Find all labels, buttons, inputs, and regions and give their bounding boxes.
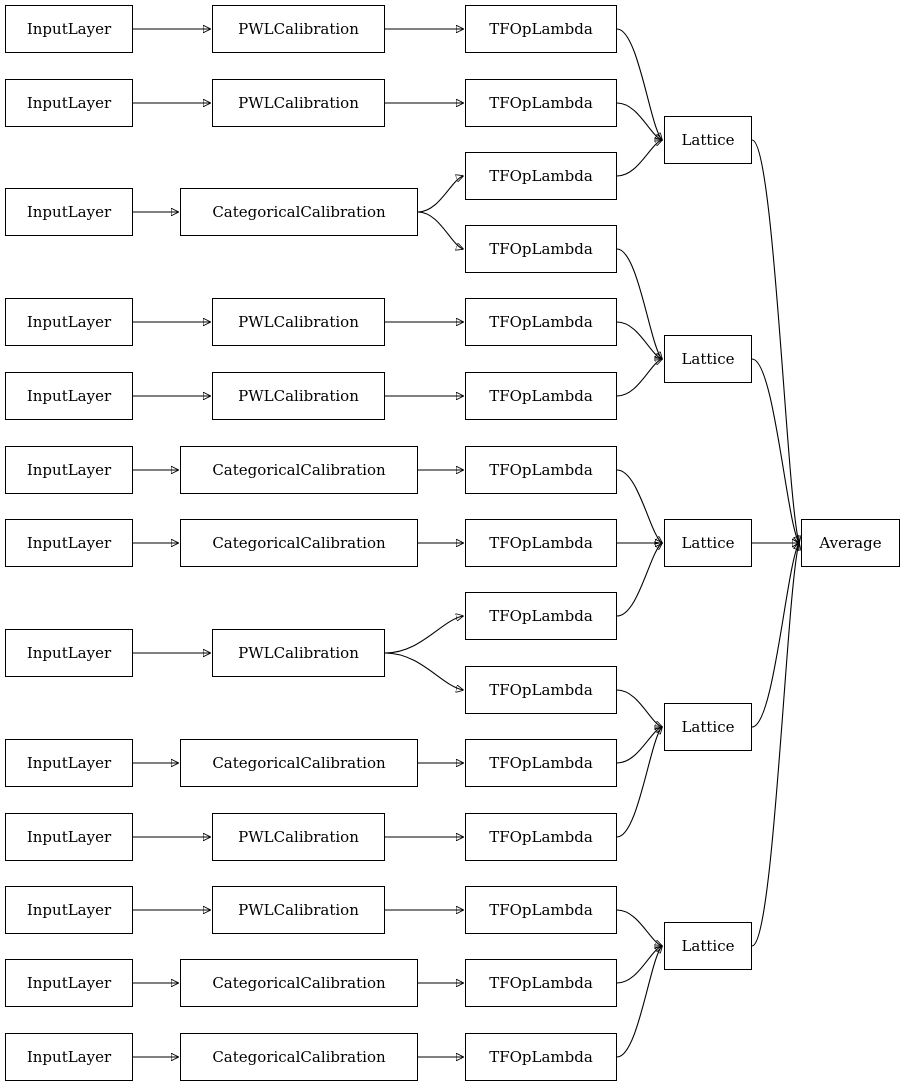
node-input-layer[interactable]: InputLayer bbox=[5, 629, 133, 677]
node-input-layer[interactable]: InputLayer bbox=[5, 813, 133, 861]
node-tfoplambda[interactable]: TFOpLambda bbox=[465, 739, 617, 787]
edge-op3-to-lat1 bbox=[616, 248, 662, 359]
edge-cal2-to-op2 bbox=[417, 176, 463, 213]
node-pwl-calibration[interactable]: PWLCalibration bbox=[212, 886, 385, 934]
node-pwl-calibration[interactable]: PWLCalibration bbox=[212, 79, 385, 127]
node-input-layer[interactable]: InputLayer bbox=[5, 446, 133, 494]
edge-op13-to-lat4 bbox=[616, 946, 662, 984]
edge-op2-to-lat0 bbox=[616, 140, 662, 177]
node-lattice[interactable]: Lattice bbox=[664, 703, 752, 751]
node-input-layer[interactable]: InputLayer bbox=[5, 959, 133, 1007]
edge-op10-to-lat3 bbox=[616, 727, 662, 764]
node-lattice[interactable]: Lattice bbox=[664, 116, 752, 164]
node-categorical-calibration[interactable]: CategoricalCalibration bbox=[180, 188, 418, 236]
node-input-layer[interactable]: InputLayer bbox=[5, 886, 133, 934]
node-tfoplambda[interactable]: TFOpLambda bbox=[465, 959, 617, 1007]
edge-op6-to-lat2 bbox=[616, 469, 662, 543]
edge-lat3-to-avg bbox=[751, 543, 799, 728]
edge-op1-to-lat0 bbox=[616, 102, 662, 140]
node-pwl-calibration[interactable]: PWLCalibration bbox=[212, 629, 385, 677]
edge-op8-to-lat2 bbox=[616, 543, 662, 617]
edge-op5-to-lat1 bbox=[616, 359, 662, 397]
node-lattice[interactable]: Lattice bbox=[664, 922, 752, 970]
node-input-layer[interactable]: InputLayer bbox=[5, 739, 133, 787]
node-pwl-calibration[interactable]: PWLCalibration bbox=[212, 298, 385, 346]
node-input-layer[interactable]: InputLayer bbox=[5, 372, 133, 420]
edge-op11-to-lat3 bbox=[616, 727, 662, 838]
node-tfoplambda[interactable]: TFOpLambda bbox=[465, 372, 617, 420]
node-input-layer[interactable]: InputLayer bbox=[5, 298, 133, 346]
node-tfoplambda[interactable]: TFOpLambda bbox=[465, 446, 617, 494]
edge-op0-to-lat0 bbox=[616, 28, 662, 140]
node-categorical-calibration[interactable]: CategoricalCalibration bbox=[180, 739, 418, 787]
node-lattice[interactable]: Lattice bbox=[664, 519, 752, 567]
edge-cal7-to-op8 bbox=[384, 616, 463, 654]
node-tfoplambda[interactable]: TFOpLambda bbox=[465, 1033, 617, 1081]
node-categorical-calibration[interactable]: CategoricalCalibration bbox=[180, 519, 418, 567]
node-input-layer[interactable]: InputLayer bbox=[5, 519, 133, 567]
node-tfoplambda[interactable]: TFOpLambda bbox=[465, 592, 617, 640]
node-categorical-calibration[interactable]: CategoricalCalibration bbox=[180, 959, 418, 1007]
node-categorical-calibration[interactable]: CategoricalCalibration bbox=[180, 1033, 418, 1081]
node-input-layer[interactable]: InputLayer bbox=[5, 79, 133, 127]
node-tfoplambda[interactable]: TFOpLambda bbox=[465, 886, 617, 934]
edge-lat4-to-avg bbox=[751, 543, 799, 947]
edge-op14-to-lat4 bbox=[616, 946, 662, 1058]
node-tfoplambda[interactable]: TFOpLambda bbox=[465, 5, 617, 53]
node-input-layer[interactable]: InputLayer bbox=[5, 5, 133, 53]
edge-op12-to-lat4 bbox=[616, 909, 662, 946]
node-tfoplambda[interactable]: TFOpLambda bbox=[465, 79, 617, 127]
node-lattice[interactable]: Lattice bbox=[664, 335, 752, 383]
node-pwl-calibration[interactable]: PWLCalibration bbox=[212, 813, 385, 861]
node-pwl-calibration[interactable]: PWLCalibration bbox=[212, 5, 385, 53]
node-average[interactable]: Average bbox=[801, 519, 900, 567]
edge-op9-to-lat3 bbox=[616, 689, 662, 727]
node-tfoplambda[interactable]: TFOpLambda bbox=[465, 519, 617, 567]
node-pwl-calibration[interactable]: PWLCalibration bbox=[212, 372, 385, 420]
node-tfoplambda[interactable]: TFOpLambda bbox=[465, 152, 617, 200]
node-tfoplambda[interactable]: TFOpLambda bbox=[465, 298, 617, 346]
node-categorical-calibration[interactable]: CategoricalCalibration bbox=[180, 446, 418, 494]
edge-cal2-to-op3 bbox=[417, 211, 463, 249]
node-tfoplambda[interactable]: TFOpLambda bbox=[465, 666, 617, 714]
node-input-layer[interactable]: InputLayer bbox=[5, 188, 133, 236]
edge-cal7-to-op9 bbox=[384, 652, 463, 690]
node-input-layer[interactable]: InputLayer bbox=[5, 1033, 133, 1081]
edge-op4-to-lat1 bbox=[616, 321, 662, 359]
edge-lat1-to-avg bbox=[751, 358, 799, 543]
edge-lat0-to-avg bbox=[751, 139, 799, 543]
node-tfoplambda[interactable]: TFOpLambda bbox=[465, 225, 617, 273]
node-tfoplambda[interactable]: TFOpLambda bbox=[465, 813, 617, 861]
